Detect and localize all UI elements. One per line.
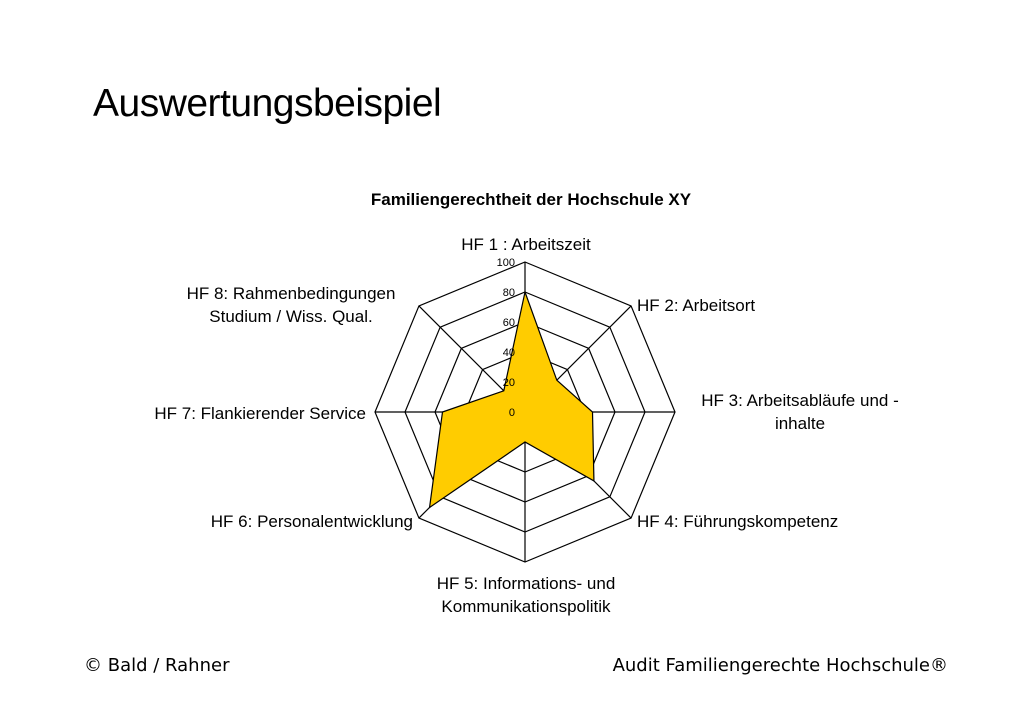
category-label-line: inhalte [775,414,825,433]
category-label-line: HF 4: Führungskompetenz [637,512,838,531]
category-label-line: HF 1 : Arbeitszeit [461,235,591,254]
footer-audit-label: Audit Familiengerechte Hochschule® [612,655,948,676]
category-label-line: HF 3: Arbeitsabläufe und - [701,391,899,410]
tick-label: 60 [503,317,515,329]
category-label-hf6: HF 6: Personalentwicklung [211,512,413,531]
category-label-hf3: HF 3: Arbeitsabläufe und - inhalte [701,391,899,433]
chart-title: Familiengerechtheit der Hochschule XY [371,190,692,209]
category-label-line: HF 5: Informations- und [437,574,616,593]
tick-label: 40 [503,347,515,359]
tick-label: 100 [497,257,515,269]
category-label-hf2: HF 2: Arbeitsort [637,296,755,315]
radar-tick-labels: 0 20 40 60 80 100 [497,257,515,419]
category-label-hf7: HF 7: Flankierender Service [154,404,366,423]
category-label-line: HF 6: Personalentwicklung [211,512,413,531]
radar-category-labels: HF 1 : Arbeitszeit HF 2: Arbeitsort HF 3: … [154,235,898,616]
category-label-line: HF 7: Flankierender Service [154,404,366,423]
category-label-hf1: HF 1 : Arbeitszeit [461,235,591,254]
category-label-line: HF 8: Rahmenbedingungen [187,284,396,303]
slide-title: Auswertungsbeispiel [93,82,442,125]
category-label-line: Studium / Wiss. Qual. [209,307,372,326]
tick-label: 80 [503,287,515,299]
radar-series [428,289,595,509]
footer-copyright: © Bald / Rahner [84,655,230,676]
category-label-line: HF 2: Arbeitsort [637,296,755,315]
tick-label: 0 [509,407,515,419]
category-label-line: Kommunikationspolitik [441,597,611,616]
series-area [428,289,595,509]
category-label-hf4: HF 4: Führungskompetenz [637,512,838,531]
tick-label: 20 [503,377,515,389]
